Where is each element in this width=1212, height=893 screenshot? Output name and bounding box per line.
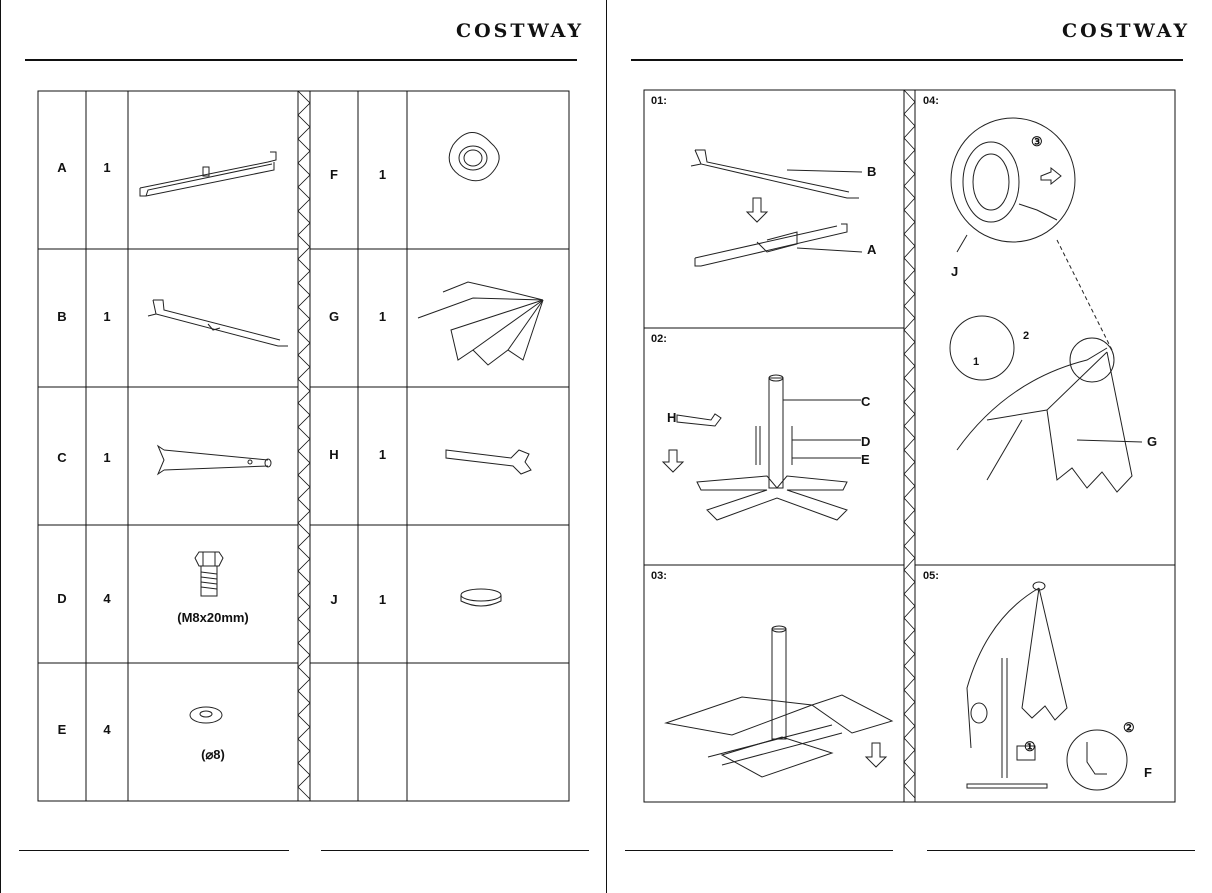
step-01-illustration (690, 149, 863, 267)
step-02-callout-d: D (861, 434, 871, 449)
step-03-illustration (664, 625, 894, 778)
step-02-label: 02: (651, 333, 667, 345)
step-03-label: 03: (651, 570, 667, 582)
step-02-callout-h: H (667, 410, 677, 425)
part-letter-e: E (57, 722, 67, 737)
part-qty-a: 1 (103, 160, 111, 175)
step-05-label: 05: (923, 570, 939, 582)
step-01-callout-b: B (867, 164, 877, 179)
header-rule (631, 59, 1183, 61)
step-04-label: 04: (923, 95, 939, 107)
part-d-bolt-illustration (194, 551, 224, 597)
step-05-illustration (966, 581, 1128, 791)
parts-table-grid (37, 90, 570, 802)
step-02-illustration (661, 374, 861, 521)
step-05-callout-f: F (1144, 765, 1152, 780)
footer-rule-left (19, 850, 289, 851)
part-e-washer-illustration (189, 706, 223, 724)
part-letter-c: C (57, 450, 67, 465)
step-01-label: 01: (651, 95, 667, 107)
step-05-callout-1: ① (1024, 739, 1036, 754)
part-note-d: (M8x20mm) (177, 610, 249, 625)
part-letter-d: D (57, 591, 67, 606)
header-rule (25, 59, 577, 61)
part-b-illustration (147, 299, 288, 347)
part-qty-h: 1 (378, 447, 387, 462)
part-letter-g: G (328, 309, 340, 324)
part-qty-e: 4 (103, 722, 111, 737)
step-04-callout-3: ③ (1031, 134, 1043, 149)
part-letter-b: B (57, 309, 67, 324)
part-g-canopy-illustration (417, 281, 544, 366)
part-j-cap-illustration (460, 588, 502, 607)
step-04-callout-j: J (951, 264, 959, 279)
part-qty-c: 1 (103, 450, 111, 465)
part-qty-d: 4 (103, 591, 111, 606)
footer-rule-right (321, 850, 589, 851)
part-letter-a: A (57, 160, 67, 175)
part-qty-b: 1 (103, 309, 111, 324)
part-a-illustration (139, 151, 277, 197)
brand-logo: COSTWAY (456, 20, 585, 42)
step-04-callout-g: G (1147, 434, 1158, 449)
footer-rule-left (625, 850, 893, 851)
step-05-callout-2: ② (1123, 720, 1135, 735)
right-page: COSTWAY 01: B A 02: H C (606, 0, 1212, 893)
part-h-wrench-illustration (445, 449, 532, 475)
part-note-e: (⌀8) (201, 747, 225, 762)
left-page: COSTWAY A 1 B 1 C 1 D 4 (M8x20mm) E 4 (⌀… (0, 0, 589, 893)
step-01-callout-a: A (867, 242, 877, 257)
part-letter-h: H (329, 447, 339, 462)
step-02-callout-c: C (861, 394, 871, 409)
part-qty-f: 1 (378, 167, 387, 182)
steps-grid (643, 89, 1176, 803)
part-c-illustration (156, 444, 272, 476)
footer-rule-right (927, 850, 1195, 851)
step-04-callout-2: 2 (1023, 330, 1030, 342)
brand-logo: COSTWAY (1062, 20, 1191, 42)
part-letter-j: J (330, 592, 338, 607)
step-04-callout-1: 1 (973, 356, 980, 368)
part-letter-f: F (330, 167, 338, 182)
part-qty-j: 1 (378, 592, 387, 607)
part-f-knob-illustration (448, 132, 500, 182)
step-02-callout-e: E (861, 452, 870, 467)
step-04-illustration (949, 117, 1143, 493)
part-qty-g: 1 (378, 309, 387, 324)
